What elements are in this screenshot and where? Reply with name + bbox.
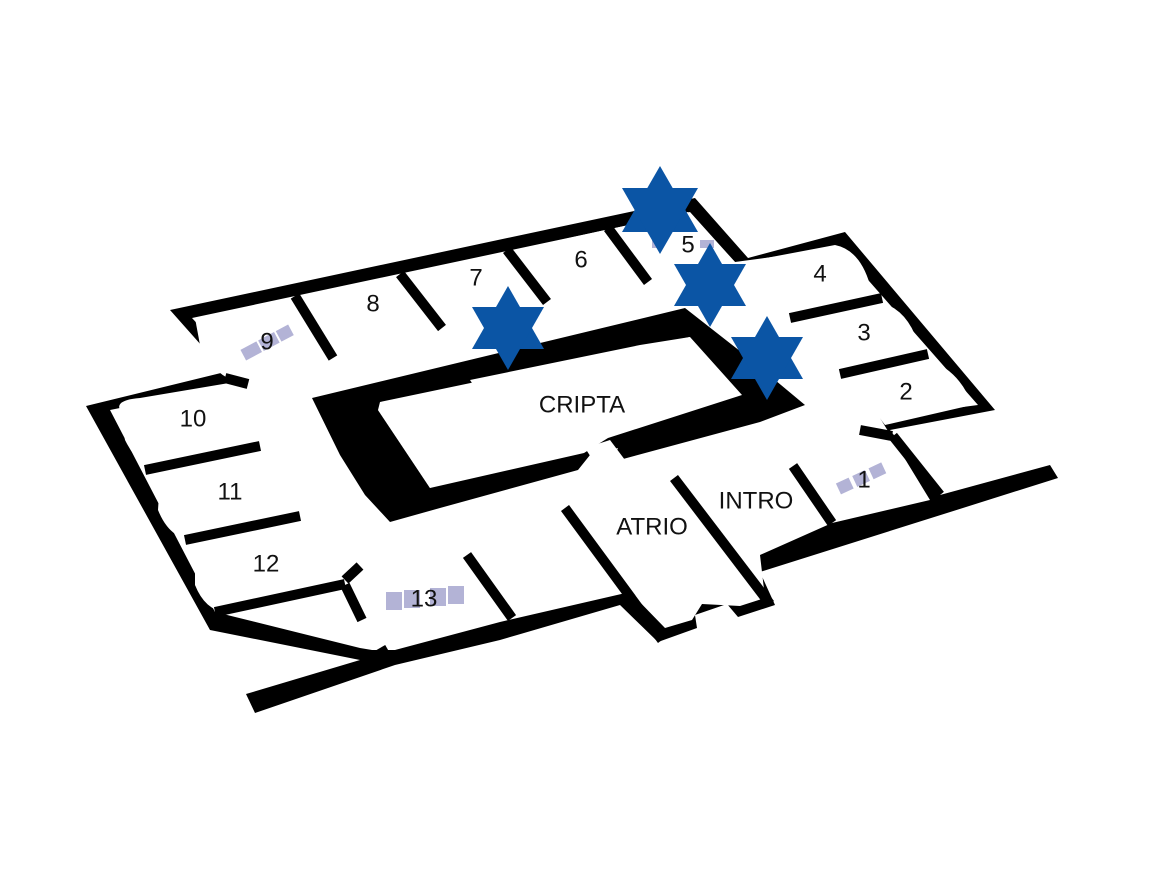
wall-atrio-left (560, 505, 667, 643)
star-of-david-icon (674, 243, 746, 327)
room-label-cripta: CRIPTA (539, 391, 625, 418)
wall-3-2 (838, 349, 930, 379)
room-label-12: 12 (253, 550, 280, 577)
room-label-3: 3 (857, 319, 870, 346)
room-label-atrio: ATRIO (616, 513, 688, 540)
room-label-6: 6 (574, 246, 587, 273)
wall-12-13 (213, 579, 347, 617)
wall-13-bottom-stub (374, 645, 394, 665)
room-cells (119, 212, 972, 612)
room-8-cell (305, 276, 440, 355)
room-6-cell (515, 230, 648, 303)
room-label-8: 8 (366, 290, 379, 317)
room-label-1: 1 (857, 466, 870, 493)
room-label-5: 5 (681, 231, 694, 258)
room-label-2: 2 (899, 378, 912, 405)
wall-11-12 (183, 511, 302, 545)
wall-2-1 (859, 425, 893, 441)
wall-6-5 (603, 225, 653, 285)
cripta-passage (585, 440, 625, 468)
wall-13-left (340, 582, 367, 623)
room-label-11: 11 (218, 478, 243, 505)
star-of-david-icon (472, 286, 544, 370)
room-4-cell (745, 245, 875, 318)
room-label-4: 4 (813, 260, 826, 287)
wall-13-right (462, 552, 517, 621)
room-label-7: 7 (469, 264, 482, 291)
room-3-cell (795, 302, 920, 372)
room-label-10: 10 (180, 405, 207, 432)
star-of-david-icon (731, 316, 803, 400)
wall-10-11 (143, 441, 262, 475)
room-2-cell (848, 358, 972, 425)
wall-atrio-intro (670, 474, 774, 608)
cripta-block (312, 308, 805, 522)
wall-intro-1 (788, 463, 837, 526)
room-label-13: 13 (411, 585, 438, 612)
room-10-cell (119, 382, 311, 470)
wall-7-6 (503, 246, 551, 306)
marker-room-1 (835, 462, 887, 495)
cripta-recess-left (378, 398, 460, 488)
interior-walls (143, 225, 944, 665)
wall-8-7 (396, 270, 446, 332)
wall-4-3 (788, 293, 884, 323)
wall-1-right (889, 432, 944, 499)
room-label-9: 9 (260, 328, 273, 355)
star-of-david-icon (622, 166, 698, 254)
marker-room-13 (386, 586, 464, 610)
wall-9-notch (223, 373, 250, 389)
room-label-intro: INTRO (719, 487, 794, 514)
cripta-recess-top (470, 337, 700, 440)
wall-9-8 (290, 293, 338, 361)
stars (472, 166, 803, 400)
room-labels: 1 2 3 4 5 6 7 8 9 10 11 12 13 CRIPTA ATR… (180, 231, 913, 612)
wall-13-notch (341, 562, 364, 584)
marker-room-9 (240, 324, 294, 361)
